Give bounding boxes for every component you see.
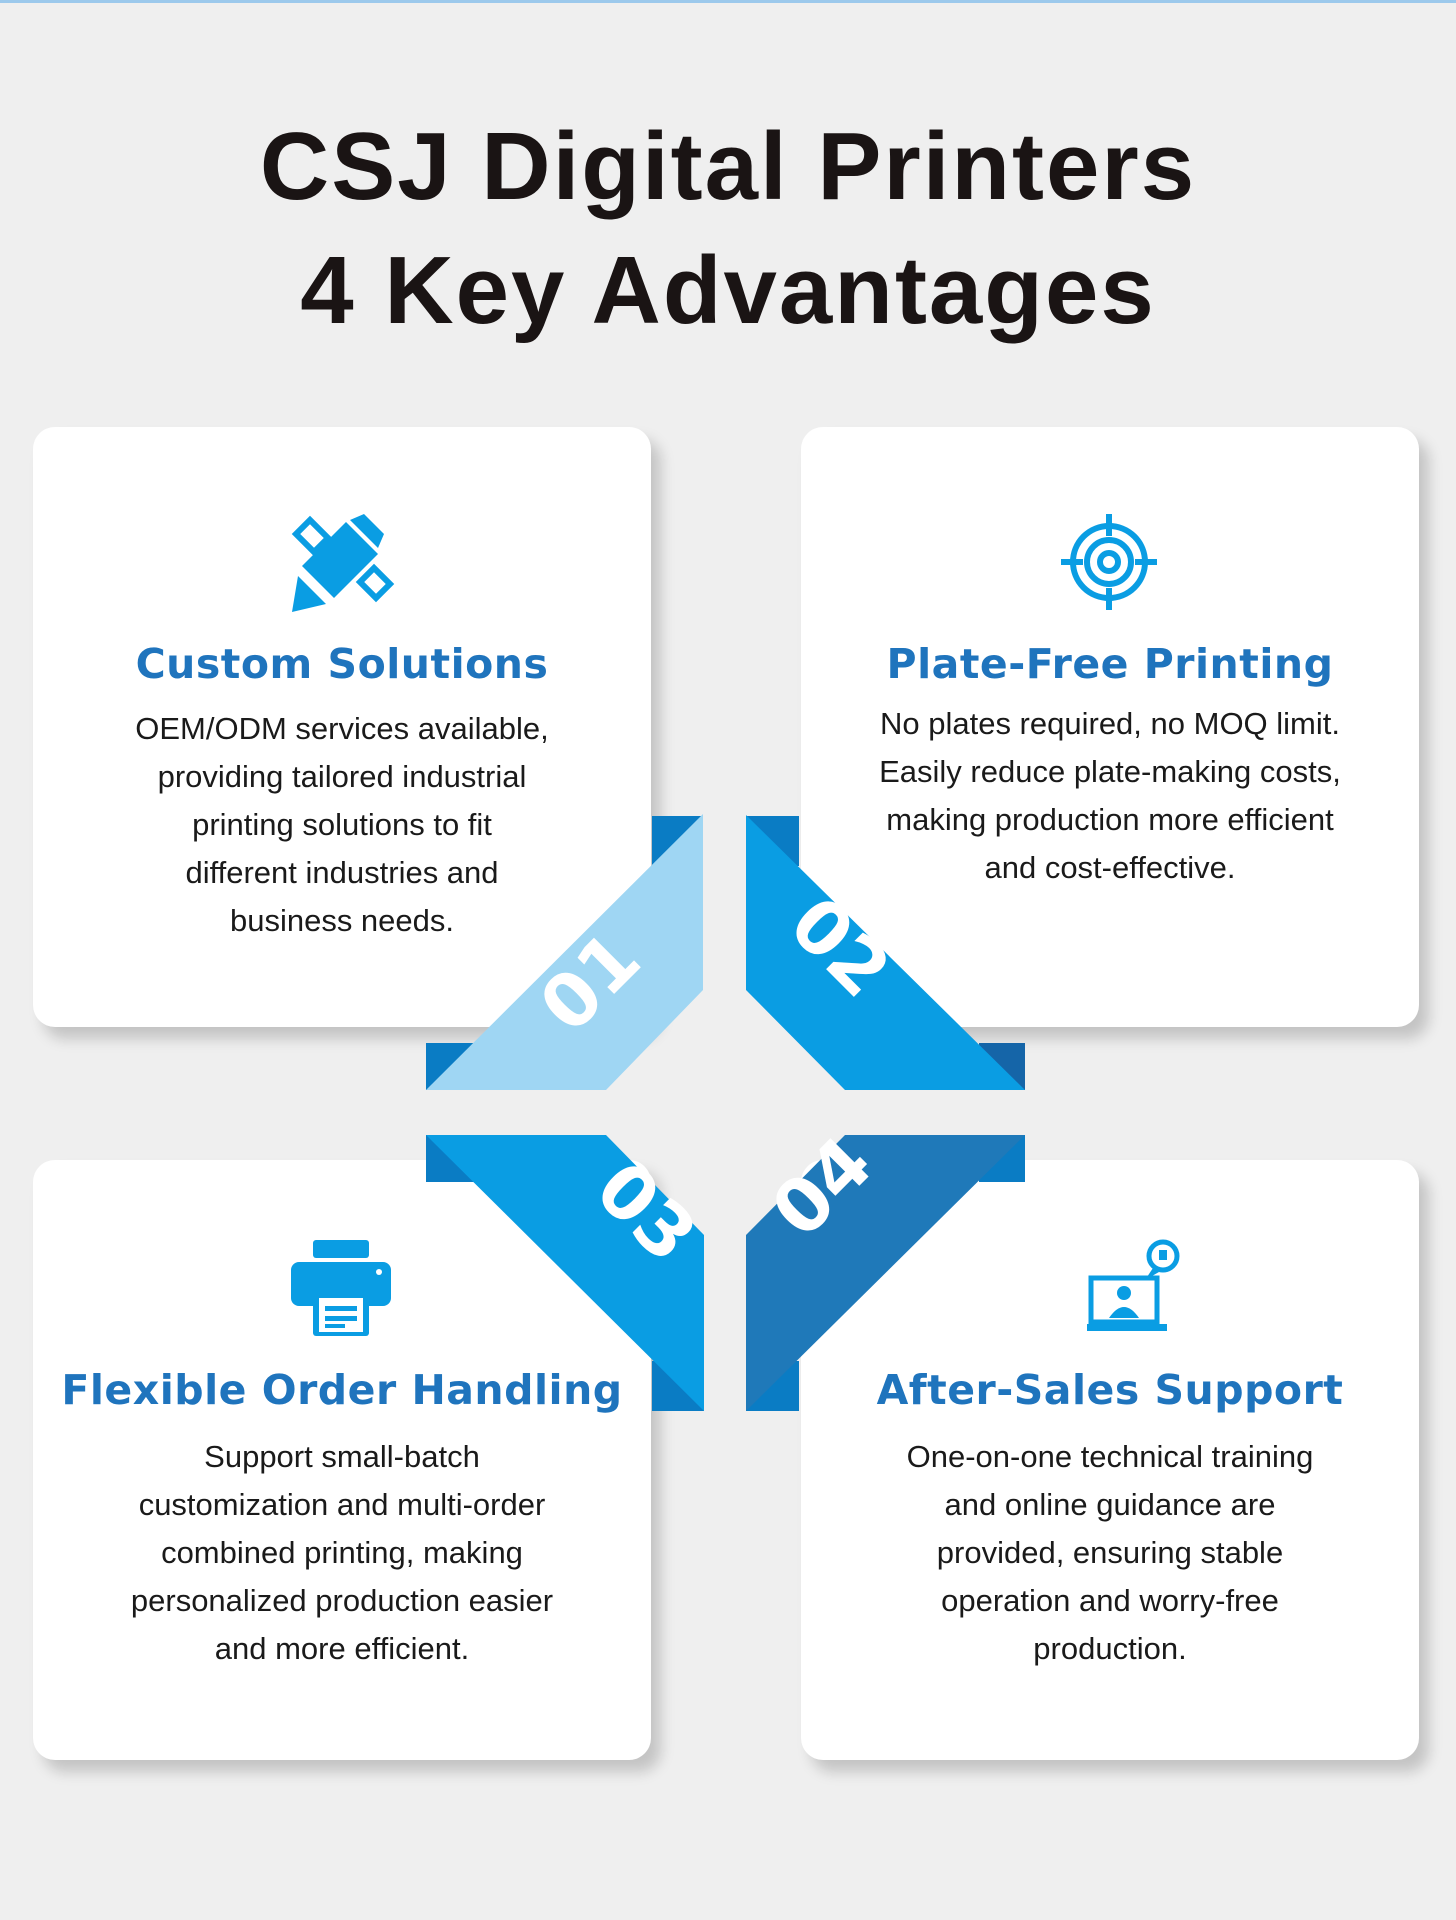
card-after-sales-support: After-Sales Support One-on-one technical…: [801, 1160, 1419, 1760]
description-line: printing solutions to fit: [192, 807, 492, 842]
description-line: business needs.: [229, 903, 455, 938]
printer-icon: [291, 1240, 391, 1336]
card-heading: After-Sales Support: [876, 1366, 1344, 1414]
target-icon: [1061, 514, 1157, 610]
description-line: Support small-batch: [204, 1439, 480, 1474]
page-title-line1: CSJ Digital Printers: [259, 113, 1197, 220]
description-line: production.: [1033, 1631, 1187, 1666]
ribbon-03: 03: [426, 1135, 712, 1411]
description-line: and more efficient.: [214, 1631, 470, 1666]
description-line: No plates required, no MOQ limit.: [879, 706, 1340, 741]
card-flexible-order-handling: Flexible Order Handling Support small-ba…: [33, 1160, 651, 1760]
card-plate-free-printing: Plate-Free Printing No plates required, …: [801, 427, 1419, 1027]
description-line: and online guidance are: [944, 1487, 1276, 1522]
card-description: No plates required, no MOQ limit. Easily…: [801, 700, 1419, 892]
description-line: provided, ensuring stable: [936, 1535, 1284, 1570]
description-line: making production more efficient: [886, 802, 1334, 837]
description-line: and cost-effective.: [984, 850, 1236, 885]
card-heading: Flexible Order Handling: [61, 1366, 623, 1414]
ribbon-01: 01: [426, 814, 703, 1090]
pencil-ruler-icon: [291, 514, 395, 612]
ribbon-04: 04: [746, 1121, 1025, 1411]
top-border: [0, 0, 1456, 3]
description-line: combined printing, making: [161, 1535, 523, 1570]
description-line: Easily reduce plate-making costs,: [879, 754, 1341, 789]
description-line: providing tailored industrial: [157, 759, 527, 794]
card-description: One-on-one technical training and online…: [801, 1433, 1419, 1673]
card-custom-solutions: Custom Solutions OEM/ODM services availa…: [33, 427, 651, 1027]
card-description: OEM/ODM services available, providing ta…: [33, 705, 651, 945]
description-line: OEM/ODM services available,: [135, 711, 549, 746]
card-heading: Plate-Free Printing: [886, 640, 1334, 688]
description-line: One-on-one technical training: [906, 1439, 1314, 1474]
description-line: personalized production easier: [130, 1583, 554, 1618]
online-support-icon: [1087, 1239, 1180, 1331]
description-line: operation and worry-free: [941, 1583, 1279, 1618]
card-description: Support small-batch customization and mu…: [33, 1433, 651, 1673]
page-title-line2: 4 Key Advantages: [300, 237, 1156, 344]
description-line: different industries and: [185, 855, 499, 890]
card-heading: Custom Solutions: [135, 640, 549, 688]
ribbon-02: 02: [746, 815, 1025, 1090]
description-line: customization and multi-order: [138, 1487, 546, 1522]
